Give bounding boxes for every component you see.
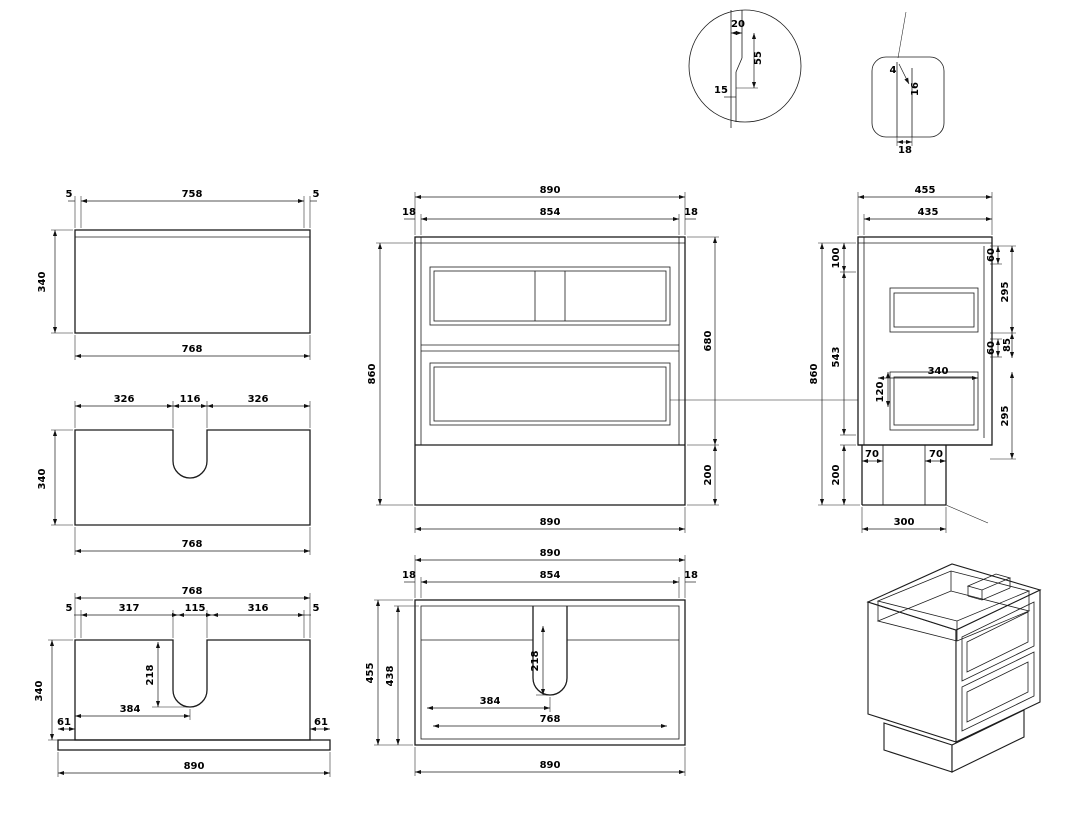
dim-corner-16: 16	[910, 82, 921, 96]
view-side: 455 435 860 100 543 200 60 295 60 85 340…	[809, 185, 1016, 533]
dim-plan-438: 438	[385, 666, 396, 687]
view-top-panel: 5 758 5 340 768	[37, 189, 320, 360]
dim-bottom-panel-5b: 5	[313, 603, 320, 614]
dim-plan-18b: 18	[684, 570, 698, 581]
dim-top-panel-340: 340	[37, 272, 48, 293]
dim-side-70b: 70	[929, 449, 943, 460]
bottom-panel-plinth	[57, 739, 331, 751]
dim-plan-854: 854	[540, 570, 561, 581]
mid-panel-outline	[74, 429, 311, 526]
dim-side-295b: 295	[1000, 406, 1011, 427]
dim-bottom-panel-768: 768	[182, 586, 203, 597]
dim-side-70a: 70	[865, 449, 879, 460]
dim-front-854: 854	[540, 207, 561, 218]
dim-side-435: 435	[918, 207, 939, 218]
dim-plan-768: 768	[540, 714, 561, 725]
iso-top-face	[866, 563, 1042, 631]
view-front: 890 18 854 18 860 680 200 890	[367, 185, 719, 533]
dim-front-890t: 890	[540, 185, 561, 196]
dim-bottom-panel-890: 890	[184, 761, 205, 772]
dim-detail-20: 20	[731, 19, 745, 30]
side-drawer1-box	[889, 287, 979, 333]
dim-side-860: 860	[809, 364, 820, 385]
iso-drawer2	[961, 651, 1035, 732]
corner-detail-leader	[945, 504, 989, 524]
dim-mid-panel-340: 340	[37, 469, 48, 490]
dim-mid-panel-116: 116	[180, 394, 201, 405]
side-drawer2-box	[889, 371, 979, 431]
dim-mid-panel-326a: 326	[114, 394, 135, 405]
dim-bottom-panel-384: 384	[120, 704, 141, 715]
dim-top-panel-768: 768	[182, 344, 203, 355]
dim-mid-panel-768: 768	[182, 539, 203, 550]
view-bottom-panel: 768 5 317 115 316 5 218 384 61 61 340 89…	[34, 586, 331, 777]
dim-detail-55: 55	[753, 51, 764, 65]
dim-plan-455: 455	[365, 663, 376, 684]
dim-front-200: 200	[703, 465, 714, 486]
dim-bottom-panel-115: 115	[185, 603, 206, 614]
plan-outline	[414, 599, 686, 746]
dim-side-455: 455	[915, 185, 936, 196]
dim-side-85: 85	[1002, 338, 1013, 352]
dim-side-100: 100	[831, 248, 842, 269]
dim-bottom-panel-5a: 5	[66, 603, 73, 614]
dim-front-18b: 18	[684, 207, 698, 218]
dim-bottom-panel-340: 340	[34, 681, 45, 702]
dim-side-200: 200	[831, 465, 842, 486]
detail-circle-view: 20 55 15	[688, 9, 802, 128]
top-panel-outline	[74, 229, 311, 334]
dim-top-panel-5l: 5	[66, 189, 73, 200]
front-outline	[414, 236, 686, 506]
dim-corner-18: 18	[898, 145, 912, 156]
dim-front-860: 860	[367, 364, 378, 385]
view-isometric	[866, 563, 1042, 773]
dim-front-680: 680	[703, 331, 714, 352]
dim-mid-panel-326b: 326	[248, 394, 269, 405]
detail-circle-outline	[688, 9, 802, 123]
view-plan: 890 18 854 18 455 438 218 384 768 890	[365, 548, 698, 776]
plan-sink-cutout	[532, 606, 568, 696]
detail-corner-view: 4 16 18	[871, 11, 945, 156]
dim-side-295a: 295	[1000, 282, 1011, 303]
dim-side-300: 300	[894, 517, 915, 528]
iso-drawer1	[961, 601, 1035, 682]
dim-detail-15: 15	[714, 85, 728, 96]
dim-corner-4: 4	[890, 65, 897, 76]
front-drawer2	[429, 362, 671, 426]
dim-plan-384: 384	[480, 696, 501, 707]
dim-side-60a: 60	[986, 248, 997, 262]
dim-plan-218: 218	[530, 651, 541, 672]
dim-plan-18a: 18	[402, 570, 416, 581]
detail-corner-outline	[871, 56, 945, 138]
dim-front-890b: 890	[540, 517, 561, 528]
dim-plan-890b: 890	[540, 760, 561, 771]
dim-side-340: 340	[928, 366, 949, 377]
dim-side-543: 543	[831, 347, 842, 368]
dim-bottom-panel-61a: 61	[57, 717, 71, 728]
front-drawer1	[429, 266, 671, 326]
bottom-panel-outline	[74, 639, 311, 741]
dim-top-panel-5r: 5	[313, 189, 320, 200]
dim-front-18a: 18	[402, 207, 416, 218]
dim-side-120: 120	[875, 382, 886, 403]
dim-bottom-panel-61b: 61	[314, 717, 328, 728]
side-outline	[857, 236, 993, 446]
dim-bottom-panel-218: 218	[145, 665, 156, 686]
dim-bottom-panel-316: 316	[248, 603, 269, 614]
view-mid-panel: 326 116 326 340 768	[37, 394, 311, 555]
dim-bottom-panel-317: 317	[119, 603, 140, 614]
iso-plinth-front	[951, 709, 1025, 773]
dim-side-60b: 60	[986, 341, 997, 355]
dim-top-panel-758: 758	[182, 189, 203, 200]
dim-plan-890t: 890	[540, 548, 561, 559]
